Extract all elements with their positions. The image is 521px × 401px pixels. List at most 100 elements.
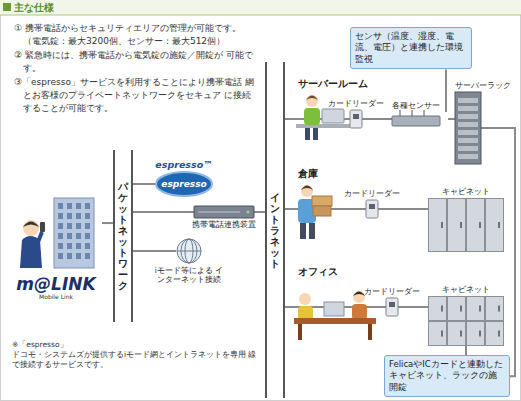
spec-note: ① 携帯電話からセキュリティエリアの管理が可能です。 （電気錠：最大3200個、…: [14, 22, 258, 47]
node-text: 携帯電話連携装置: [192, 220, 256, 229]
window: [85, 243, 90, 249]
connector-line: [465, 346, 467, 355]
device-case: [194, 206, 254, 218]
reader-case: [350, 110, 362, 128]
internet-globe: iモード等による インターネット接続: [176, 238, 202, 264]
gateway-device: 携帯電話連携装置: [194, 206, 254, 218]
window: [67, 203, 72, 209]
rack-unit: [458, 106, 478, 111]
cabinet-handle: [479, 222, 481, 228]
antenna: [412, 110, 413, 116]
laptop: [322, 109, 344, 123]
globe-icon: [176, 238, 202, 264]
node-text: カードリーダー: [328, 99, 384, 108]
reader-slot: [369, 204, 375, 209]
node-text: カードリーダー: [344, 189, 400, 198]
antenna: [424, 110, 425, 116]
cabinet-door: [486, 322, 504, 346]
node-text: 各種センサー: [392, 101, 440, 110]
header-bar: [0, 0, 521, 15]
window: [85, 253, 90, 259]
node-text: カードリーダー: [364, 287, 420, 296]
cabinet-door: [429, 199, 447, 252]
cabinet-handle: [460, 222, 462, 228]
cabinet-handle: [498, 222, 500, 228]
connector-line: [378, 208, 428, 210]
connector-line: [254, 211, 265, 213]
window: [67, 223, 72, 229]
cabinet-handle: [460, 331, 462, 337]
rack-unit: [458, 146, 478, 151]
rack-unit: [458, 130, 478, 135]
connector-line: [398, 306, 428, 308]
window: [76, 243, 81, 249]
window: [76, 253, 81, 259]
card-reader: カードリーダー: [350, 110, 362, 128]
sensor-case: [392, 116, 440, 126]
person-hair: [23, 222, 39, 228]
head: [306, 95, 318, 107]
area-name: 倉庫: [298, 168, 318, 181]
hair: [306, 96, 318, 101]
spec-note: ② 緊急時には、携帯電話から電気錠の施錠／開錠が 可能です。: [14, 49, 258, 74]
node-text: サーバーラック: [455, 81, 511, 90]
reader-case: [366, 200, 378, 218]
cabinet-handle: [460, 306, 462, 312]
window: [58, 233, 63, 239]
espresso-logo: espresso™espresso: [156, 172, 212, 196]
box: [313, 206, 331, 216]
card-reader: カードリーダー: [366, 200, 378, 218]
window: [85, 213, 90, 219]
led: [247, 211, 250, 214]
window: [67, 253, 72, 259]
connector-line: [133, 183, 156, 185]
window: [85, 233, 90, 239]
window: [76, 203, 81, 209]
cabinet-icon: [428, 296, 504, 346]
cabinet-door: [448, 297, 466, 321]
connector-line: [481, 128, 515, 376]
reader-slot: [353, 114, 359, 119]
antenna: [400, 110, 401, 116]
monitor: [324, 302, 344, 316]
leg: [300, 223, 306, 239]
footnote-mark: ※「espresso」: [12, 340, 264, 350]
node-text: キャビネット: [442, 285, 490, 294]
cabinet-handle: [441, 331, 443, 337]
window: [67, 243, 72, 249]
reader-icon: [350, 110, 362, 128]
desk: [296, 124, 352, 128]
cabinet-handle: [479, 306, 481, 312]
head: [299, 293, 311, 305]
rack-case: [455, 92, 481, 164]
window: [67, 213, 72, 219]
callout-box: FelicaやICカードと連動した キャビネット、ラックの施開錠: [384, 355, 510, 397]
desk: [294, 318, 376, 324]
desk-leg: [368, 324, 372, 340]
window: [58, 203, 63, 209]
hair: [353, 292, 365, 297]
box: [312, 196, 332, 206]
cabinet-door: [467, 199, 485, 252]
reader-slot: [389, 302, 395, 307]
cabinet: キャビネット: [428, 296, 504, 346]
connector-line: [102, 222, 113, 224]
equator: [177, 251, 201, 252]
server-rack: サーバーラック: [455, 92, 481, 164]
body: [352, 304, 367, 320]
page-title: 主な仕様: [14, 1, 54, 14]
spec-notes: ① 携帯電話からセキュリティエリアの管理が可能です。 （電気錠：最大3200個、…: [14, 22, 258, 116]
network-band: パケットネットワーク: [113, 150, 133, 322]
cabinet-handle: [479, 331, 481, 337]
window: [58, 223, 63, 229]
phone: [40, 222, 45, 232]
vertical-label: パケットネットワーク: [118, 181, 128, 291]
footnote: ※「espresso」ドコモ・システムズが提供するiモード網とイントラネットを専…: [12, 340, 264, 370]
node-text: FelicaやICカードと連動した キャビネット、ラックの施開錠: [389, 359, 505, 393]
cabinet-handle: [441, 306, 443, 312]
cabinet-door: [448, 199, 466, 252]
cabinet-door: [448, 322, 466, 346]
cabinet-door: [486, 199, 504, 252]
cabinet-handle: [441, 222, 443, 228]
